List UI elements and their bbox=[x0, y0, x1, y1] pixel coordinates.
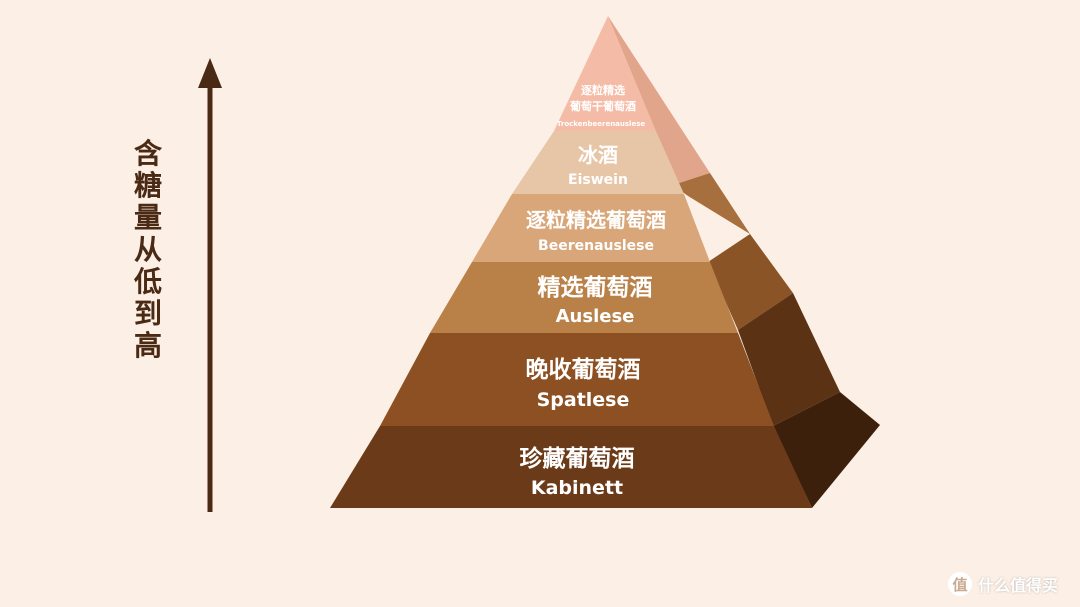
pyramid-side bbox=[608, 16, 880, 508]
level-6-de: Kabinett bbox=[531, 477, 623, 499]
watermark-logo-icon: 值 bbox=[948, 572, 972, 596]
axis-label-char: 糖 bbox=[133, 169, 162, 202]
axis-label-char: 高 bbox=[133, 329, 162, 362]
watermark: 值 什么值得买 bbox=[948, 570, 1058, 598]
level-1-cn-line-2: 葡萄干葡萄酒 bbox=[569, 99, 636, 113]
axis-label-char: 低 bbox=[133, 265, 162, 298]
level-5-de: Spatlese bbox=[537, 389, 630, 411]
level-2-cn: 冰酒 bbox=[578, 143, 618, 167]
level-3-cn: 逐粒精选葡萄酒 bbox=[526, 208, 666, 232]
pyramid-front bbox=[330, 16, 812, 508]
level-3-de: Beerenauslese bbox=[538, 238, 654, 254]
level-4-cn: 精选葡萄酒 bbox=[538, 275, 653, 301]
axis-label-char: 量 bbox=[133, 201, 162, 234]
tier-6 bbox=[330, 426, 812, 508]
level-4-de: Auslese bbox=[556, 306, 635, 327]
up-arrow-icon bbox=[198, 58, 222, 512]
tier-4 bbox=[430, 262, 738, 333]
tier-1 bbox=[554, 16, 656, 131]
level-1-cn-line-1: 逐粒精选 bbox=[581, 83, 625, 97]
watermark-text: 什么值得买 bbox=[978, 576, 1059, 595]
level-2-de: Eiswein bbox=[568, 172, 628, 188]
axis-label: 含 糖 量 从 低 到 高 bbox=[128, 138, 168, 362]
level-5-cn: 晚收葡萄酒 bbox=[526, 356, 641, 383]
axis-label-char: 含 bbox=[133, 137, 162, 170]
level-6-cn: 珍藏葡萄酒 bbox=[520, 445, 635, 472]
tier-5 bbox=[380, 333, 774, 426]
tier-2 bbox=[512, 131, 684, 194]
axis-label-char: 从 bbox=[133, 233, 162, 266]
level-1-de: Trockenbeerenauslese bbox=[557, 120, 645, 128]
axis-label-char: 到 bbox=[133, 297, 162, 330]
tier-3 bbox=[472, 194, 710, 262]
